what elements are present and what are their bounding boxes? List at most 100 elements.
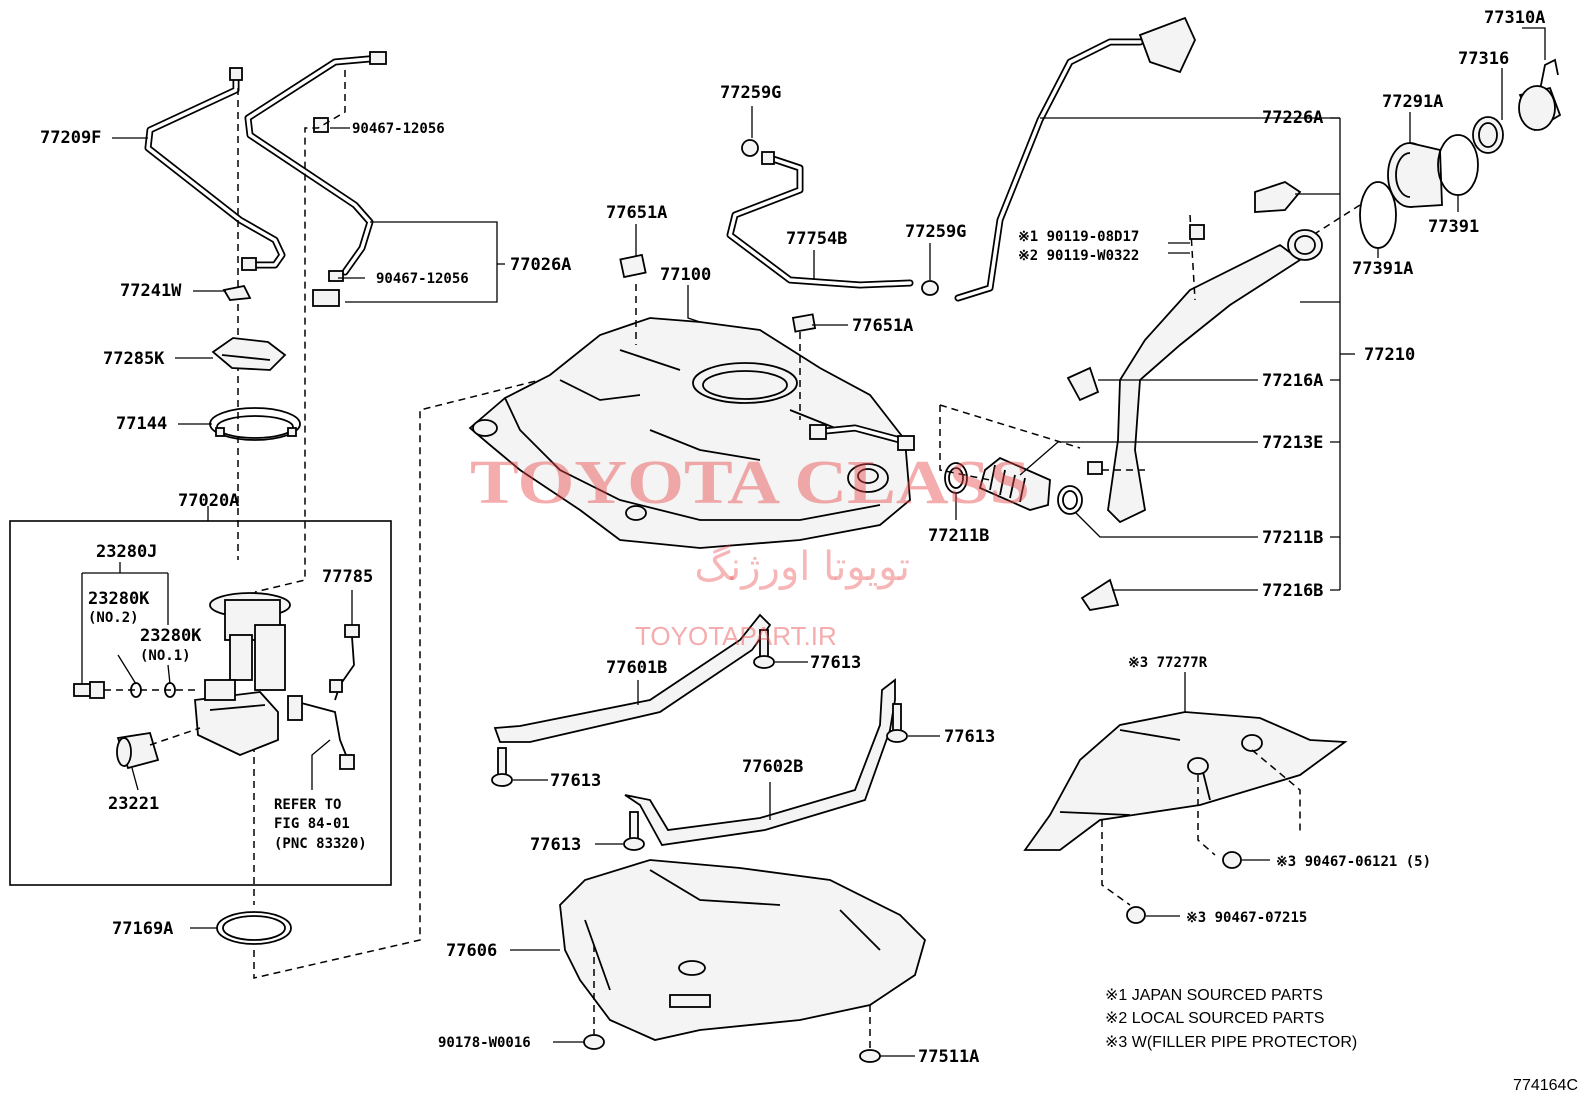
label-77391: 77391 xyxy=(1428,217,1479,237)
label-77026a: 77026A xyxy=(510,255,571,275)
bracket-77216b xyxy=(1080,578,1120,611)
fuel-filter-23221 xyxy=(116,727,201,770)
watermark-brand: TOYOTA CLASS xyxy=(470,449,1030,517)
label-77606: 77606 xyxy=(446,941,497,961)
note-filler-pipe-protector: ※3 W(FILLER PIPE PROTECTOR) xyxy=(1105,1034,1357,1051)
label-90467-07215: ※3 90467-07215 xyxy=(1186,910,1307,926)
label-23221: 23221 xyxy=(108,794,159,814)
label-77602b: 77602B xyxy=(742,757,803,777)
bolt-77613-b xyxy=(886,703,908,743)
label-77310a: 77310A xyxy=(1484,8,1545,28)
label-77216b: 77216B xyxy=(1262,581,1323,601)
label-77291a: 77291A xyxy=(1382,92,1443,112)
label-no2: (NO.2) xyxy=(88,610,139,626)
filler-neck-77291a xyxy=(1387,142,1443,208)
bolt-77613-a xyxy=(753,629,775,669)
label-77213e: 77213E xyxy=(1262,433,1323,453)
pad-77651a-left xyxy=(619,253,647,279)
label-77210: 77210 xyxy=(1364,345,1415,365)
label-77391a: 77391A xyxy=(1352,259,1413,279)
label-77209f: 77209F xyxy=(40,128,101,148)
vapor-tube-77026a xyxy=(244,51,387,307)
clip-77259g-top xyxy=(741,139,759,157)
label-77613-c: 77613 xyxy=(550,771,601,791)
label-77020a: 77020A xyxy=(178,491,239,511)
bolt-77613-c xyxy=(491,747,513,787)
label-77651a-left: 77651A xyxy=(606,203,667,223)
bracket-77216a xyxy=(1066,366,1100,402)
label-77144: 77144 xyxy=(116,414,167,434)
label-77601b: 77601B xyxy=(606,658,667,678)
label-90467-06121: ※3 90467-06121 (5) xyxy=(1276,854,1431,870)
label-90467-12056-top: 90467-12056 xyxy=(352,121,445,137)
nut-90467-06121 xyxy=(1222,851,1242,869)
label-refer-to: REFER TO xyxy=(274,797,341,813)
label-no1: (NO.1) xyxy=(140,648,191,664)
filler-pipe-77210 xyxy=(1107,181,1323,524)
clip-77511a xyxy=(859,1049,881,1063)
label-77241w: 77241W xyxy=(120,281,182,301)
filter-parts-23280 xyxy=(73,681,200,699)
clip-77259g-mid xyxy=(921,280,939,296)
watermark-site: TOYOTAPART.IR xyxy=(635,621,837,651)
label-77211b-left: 77211B xyxy=(928,526,989,546)
label-23280k-no2: 23280K xyxy=(88,589,150,609)
label-77216a: 77216A xyxy=(1262,371,1323,391)
label-90178-w0016: 90178-W0016 xyxy=(438,1035,531,1051)
label-77277r: ※3 77277R xyxy=(1128,655,1208,671)
label-77211b-right: 77211B xyxy=(1262,528,1323,548)
ring-77144 xyxy=(209,407,301,441)
note-japan-sourced: ※1 JAPAN SOURCED PARTS xyxy=(1105,987,1323,1004)
strap-77601b xyxy=(493,613,772,743)
vapor-tube-77209f xyxy=(144,67,286,271)
label-ref-90119-w0322: ※2 90119-W0322 xyxy=(1018,248,1139,264)
cap-ring-77316 xyxy=(1472,116,1504,154)
label-77259g-mid: 77259G xyxy=(905,222,966,242)
label-ref-90119-08d17: ※1 90119-08D17 xyxy=(1018,229,1139,245)
filler-pipe-protector-77277r xyxy=(1023,711,1348,851)
label-23280k-no1: 23280K xyxy=(140,626,202,646)
fuel-pump-assembly xyxy=(194,592,291,756)
label-23280j: 23280J xyxy=(96,542,157,562)
label-77651a-right: 77651A xyxy=(852,316,913,336)
label-77511a: 77511A xyxy=(918,1047,979,1067)
hose-77213e xyxy=(978,456,1051,511)
part-labels: 77209F 90467-12056 90467-12056 77026A 77… xyxy=(40,8,1545,1067)
tank-protector-77606 xyxy=(559,859,927,1041)
label-77754b: 77754B xyxy=(786,229,847,249)
fuel-cap-77310a xyxy=(1518,58,1562,132)
label-77259g-top: 77259G xyxy=(720,83,781,103)
clip-90467-07215 xyxy=(1126,906,1146,924)
clamp-77211b-right xyxy=(1057,485,1083,515)
sender-gauge-77785 xyxy=(287,590,360,770)
fuel-tank-77100 xyxy=(468,317,915,549)
label-refer-fig: FIG 84-01 xyxy=(274,816,350,832)
label-77285k: 77285K xyxy=(103,349,165,369)
label-77613-d: 77613 xyxy=(530,835,581,855)
figure-id: 774164C xyxy=(1513,1077,1578,1094)
label-77316: 77316 xyxy=(1458,49,1509,69)
seal-77391 xyxy=(1437,134,1479,196)
hose-77754b xyxy=(726,151,914,289)
clip-77241w xyxy=(222,284,252,301)
footnotes: ※1 JAPAN SOURCED PARTS ※2 LOCAL SOURCED … xyxy=(1105,987,1357,1051)
pad-77651a-right xyxy=(791,313,817,333)
strap-77602b xyxy=(624,678,896,846)
gasket-77169a xyxy=(216,911,292,945)
label-77100: 77100 xyxy=(660,265,711,285)
label-77785: 77785 xyxy=(322,567,373,587)
retainer-77285k xyxy=(211,337,287,371)
label-77613-b: 77613 xyxy=(944,727,995,747)
clip-90178-w0016 xyxy=(583,1034,605,1050)
bolt-77613-d xyxy=(623,811,645,851)
label-77226a: 77226A xyxy=(1262,108,1323,128)
label-77613-a: 77613 xyxy=(810,653,861,673)
watermark: TOYOTA CLASS تویوتا اورژنگ TOYOTAPART.IR xyxy=(470,449,1030,651)
breather-tube-77226a xyxy=(954,16,1196,302)
label-77169a: 77169A xyxy=(112,919,173,939)
seal-77391a xyxy=(1359,181,1397,249)
watermark-persian: تویوتا اورژنگ xyxy=(694,544,910,590)
label-refer-pnc: (PNC 83320) xyxy=(274,836,367,852)
pump-assembly-box xyxy=(9,520,392,886)
